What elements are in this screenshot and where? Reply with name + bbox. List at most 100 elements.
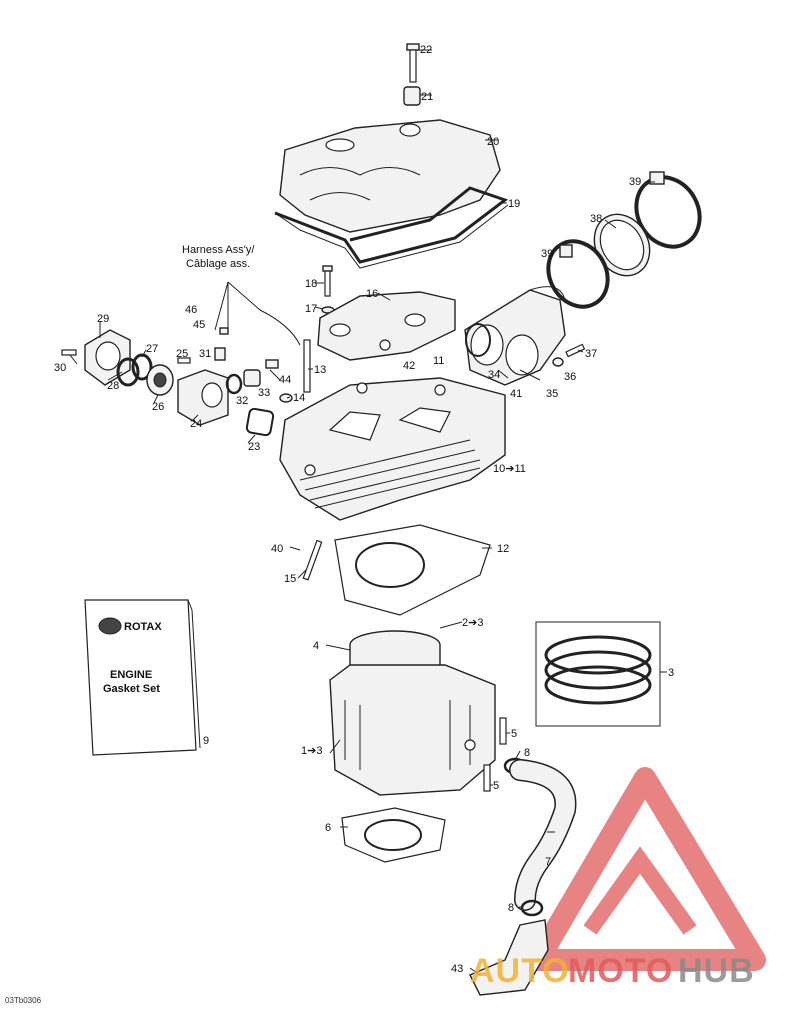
water-fitting-43	[469, 919, 549, 996]
thermostat-26	[146, 364, 174, 396]
callout-26: 26	[152, 401, 164, 413]
callout-32: 32	[236, 395, 248, 407]
bolt-18	[322, 265, 333, 297]
dowel-15	[302, 539, 323, 581]
callout-21: 21	[421, 91, 433, 103]
watermark-logo	[527, 767, 766, 971]
watermark-hub: HUB	[678, 952, 755, 990]
watermark-wordmark: AUTO MOTO HUB	[470, 952, 755, 990]
cylinder-head	[279, 377, 506, 521]
sensor-31	[214, 347, 226, 361]
callout-5-upper: 5	[511, 728, 517, 740]
callout-8-lower: 8	[508, 902, 514, 914]
callout-39-top: 39	[629, 176, 641, 188]
callout-29: 29	[97, 313, 109, 325]
gasket-23	[245, 407, 275, 437]
reference-code: 03Tb0306	[5, 996, 42, 1005]
callout-15: 15	[284, 573, 296, 585]
screw-30	[61, 349, 77, 356]
callout-20: 20	[487, 136, 499, 148]
callout-6: 6	[325, 822, 331, 834]
book-title-line1: ENGINE	[110, 669, 152, 681]
callout-19: 19	[508, 198, 520, 210]
callout-4: 4	[313, 640, 319, 652]
callout-40: 40	[271, 543, 283, 555]
callout-37: 37	[585, 348, 597, 360]
gasket-28	[116, 357, 140, 387]
washer-14	[279, 393, 293, 403]
callout-24: 24	[190, 418, 202, 430]
fitting-33	[243, 369, 261, 387]
watermark-moto: MOTO	[568, 952, 673, 990]
harness-label-line1: Harness Ass'y/	[182, 244, 255, 256]
stud-13	[303, 339, 311, 393]
head-gasket-12	[334, 524, 491, 616]
piston-rings-3	[535, 621, 667, 727]
callout-11: 11	[433, 355, 444, 367]
book-brand: ROTAX	[124, 621, 162, 633]
gasket-set-book-9	[84, 599, 201, 756]
callout-17: 17	[305, 303, 317, 315]
watermark-auto: AUTO	[470, 952, 570, 990]
harness-wiring	[214, 281, 301, 369]
intake-manifold-35	[464, 286, 566, 386]
callout-23: 23	[248, 441, 260, 453]
harness-label-line2: Câblage ass.	[186, 258, 250, 270]
leader-lines	[69, 139, 584, 976]
clamp-8-lower	[520, 899, 544, 917]
o-ring-27	[131, 353, 153, 381]
callout-44: 44	[279, 374, 291, 386]
callout-38: 38	[590, 213, 602, 225]
bolt-5-upper	[499, 717, 507, 745]
callout-39-bottom: 39	[541, 248, 553, 260]
callout-labels: 22 21 20 19 39 38 39 18 17 16 46 45 29 2…	[54, 44, 674, 975]
thermostat-housing-29	[84, 329, 131, 386]
bolt-22	[406, 43, 432, 83]
callout-25: 25	[176, 348, 188, 360]
bolt-5-lower	[483, 764, 491, 792]
callout-22: 22	[420, 44, 432, 56]
callout-8-upper: 8	[524, 747, 530, 759]
coolant-hose-7	[509, 759, 577, 911]
callout-13: 13	[314, 364, 326, 376]
cylinder-1	[329, 664, 496, 796]
callout-5-lower: 5	[493, 780, 499, 792]
callout-10-11: 10➔11	[493, 463, 526, 475]
callout-42: 42	[403, 360, 415, 372]
callout-41: 41	[510, 388, 522, 400]
callout-14: 14	[293, 392, 305, 404]
callout-2-3: 2➔3	[462, 617, 483, 629]
rocker-arm-16	[317, 291, 456, 361]
gasket-34	[465, 323, 491, 357]
callout-27: 27	[146, 343, 158, 355]
valve-cover-gasket-19	[274, 186, 509, 269]
callout-9: 9	[203, 735, 209, 747]
callout-28: 28	[107, 380, 119, 392]
callout-18: 18	[305, 278, 317, 290]
washer-36	[552, 357, 564, 367]
intake-boot-38	[593, 213, 651, 277]
callout-7: 7	[545, 856, 551, 868]
callout-30: 30	[54, 362, 66, 374]
bolt-37	[565, 343, 586, 358]
callout-46: 46	[185, 304, 197, 316]
callout-45: 45	[193, 319, 205, 331]
callout-34: 34	[488, 369, 500, 381]
callout-43: 43	[451, 963, 463, 975]
callout-35: 35	[546, 388, 558, 400]
callout-36: 36	[564, 371, 576, 383]
callout-12: 12	[497, 543, 509, 555]
base-gasket-6	[341, 807, 446, 863]
callout-16: 16	[366, 288, 378, 300]
grommet-21	[403, 86, 432, 106]
callout-33: 33	[258, 387, 270, 399]
screw-25	[177, 357, 191, 364]
callout-1-3: 1➔3	[301, 745, 322, 757]
callout-3: 3	[668, 667, 674, 679]
housing-24	[177, 369, 229, 426]
book-title-line2: Gasket Set	[103, 683, 160, 695]
valve-cover-20	[279, 119, 501, 233]
callout-31: 31	[199, 348, 211, 360]
o-ring-32	[225, 373, 243, 395]
